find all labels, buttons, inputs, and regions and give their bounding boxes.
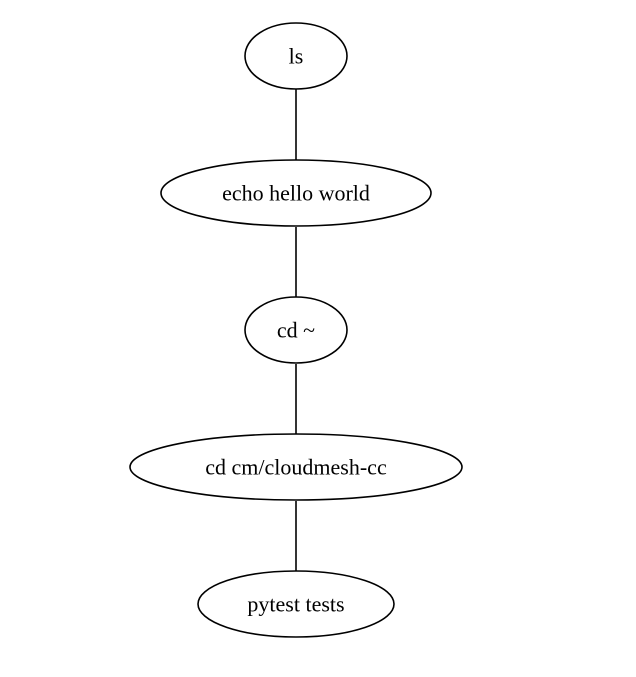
node-pytest-tests-label: pytest tests	[247, 592, 344, 617]
node-cd-cloudmesh-cc: cd cm/cloudmesh-cc	[129, 433, 463, 501]
node-cd-cloudmesh-cc-label: cd cm/cloudmesh-cc	[205, 455, 387, 480]
node-cd-home-label: cd ~	[277, 318, 315, 343]
node-cd-home: cd ~	[244, 296, 348, 364]
node-echo-hello-world-shape	[160, 159, 432, 227]
node-ls-label: ls	[289, 44, 304, 69]
node-pytest-tests: pytest tests	[197, 570, 395, 638]
node-pytest-tests-shape	[197, 570, 395, 638]
node-echo-hello-world: echo hello world	[160, 159, 432, 227]
node-cd-cloudmesh-cc-shape	[129, 433, 463, 501]
node-ls: ls	[244, 22, 348, 90]
node-ls-shape	[244, 22, 348, 90]
node-echo-hello-world-label: echo hello world	[222, 181, 370, 206]
node-cd-home-shape	[244, 296, 348, 364]
